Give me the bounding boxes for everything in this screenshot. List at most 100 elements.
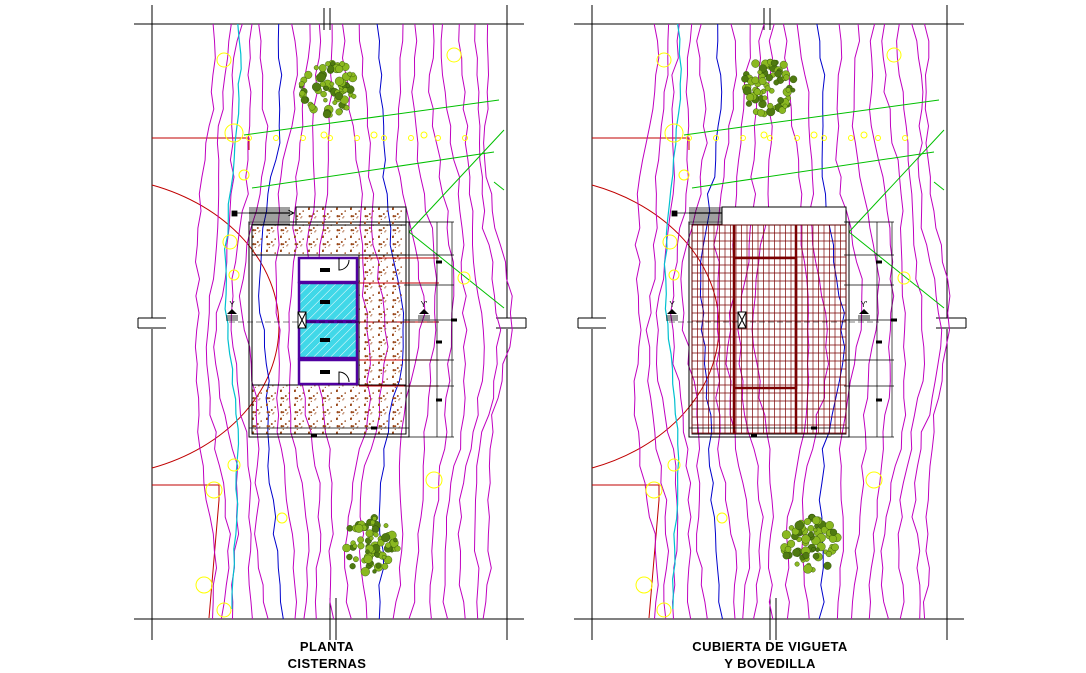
gravel-area [251,224,407,256]
caption-cubierta-vigueta: CUBIERTA DE VIGUETA Y BOVEDILLA [640,638,900,672]
contour-line [880,23,907,620]
caption-line-2: CISTERNAS [287,656,367,671]
contour-line [713,23,738,620]
section-label: Y' [421,300,428,309]
dimension-label [811,426,817,430]
gravel-area [295,206,407,226]
dimension-label [451,318,457,322]
tree-marker [794,135,800,141]
contour-line [868,23,895,620]
tank-label [320,370,330,374]
gravel-area [251,384,407,435]
contour-line [482,23,513,620]
section-marker-left: Y [666,300,678,321]
section-marker-left: Y [226,300,238,321]
stairs [231,207,295,225]
panel-planta-cisternas: Y Y' [134,5,527,640]
section-arrow [227,309,237,314]
tree-symbol [780,513,842,574]
section-arrow [859,309,869,314]
tree-marker [656,602,672,618]
tree-marker [408,135,414,141]
tree-marker [327,135,333,141]
dimension-label [311,434,317,438]
survey-line [848,129,945,309]
survey-line [251,151,495,189]
roof-grid [691,224,847,434]
tree-marker [320,131,328,139]
tree-marker [273,135,279,141]
property-lines [591,137,720,619]
survey-line [683,99,940,136]
tree-marker [462,135,468,141]
survey-lines [683,99,945,309]
axis-tick-left [137,317,166,329]
tree-marker [678,169,690,181]
tree-marker [195,576,213,594]
contour-line [440,23,468,620]
contour-line [896,23,926,620]
tree-marker [228,269,240,281]
tree-marker [875,135,881,141]
tree-marker [435,135,441,141]
tree-marker [446,47,462,63]
section-box-cross [297,311,307,329]
tree-marker [810,131,818,139]
gravel-area [358,254,407,386]
tree-symbol [298,60,358,119]
dimension-label [876,340,882,344]
caption-line-1: PLANTA [299,639,355,654]
property-arc [591,184,720,469]
caption-line-2: Y BOVEDILLA [724,656,816,671]
tree-marker [848,135,854,141]
tree-symbol [342,514,401,577]
tree-marker [354,135,360,141]
dimension-label [751,434,757,438]
dimension-label [891,318,897,322]
contour-line [275,23,298,620]
tree-marker [300,135,306,141]
tree-markers [635,47,911,618]
contour-line [725,23,751,620]
site-frame [134,5,527,640]
tree-marker [222,234,238,250]
tree-marker [425,471,443,489]
contour-line [922,23,951,620]
tree-marker [420,131,428,139]
contour-line [205,23,232,620]
tree-marker [645,481,663,499]
contour-line [633,23,660,620]
contour-line [835,23,863,620]
survey-line [243,99,500,136]
tree-marker [860,131,868,139]
tree-marker [886,47,902,63]
tree-marker [664,123,684,143]
tank-label [320,268,330,272]
tree-symbol [741,58,798,118]
contour-line [194,23,218,620]
contour-line [238,23,269,620]
section-label: Y [669,300,675,309]
tree-marker [767,135,773,141]
tree-marker [635,576,653,594]
tree-marker [246,135,252,141]
contour-line [669,23,693,620]
contour-line [230,23,253,620]
panel-cubierta-vigueta: Y Y' [574,5,967,640]
tree-marker [686,135,692,141]
tree-marker [238,169,250,181]
tree-marker [821,135,827,141]
survey-line [691,151,935,189]
contour-line [457,23,485,620]
section-marker-right: Y' [858,300,870,321]
section-box-cross [737,311,747,329]
tree-marker [902,135,908,141]
tree-marker [224,123,244,143]
parapet [721,206,847,226]
tree-marker [668,269,680,281]
tree-marker [381,135,387,141]
tree-marker [370,131,378,139]
tank-label [320,300,330,304]
tree-marker [740,135,746,141]
